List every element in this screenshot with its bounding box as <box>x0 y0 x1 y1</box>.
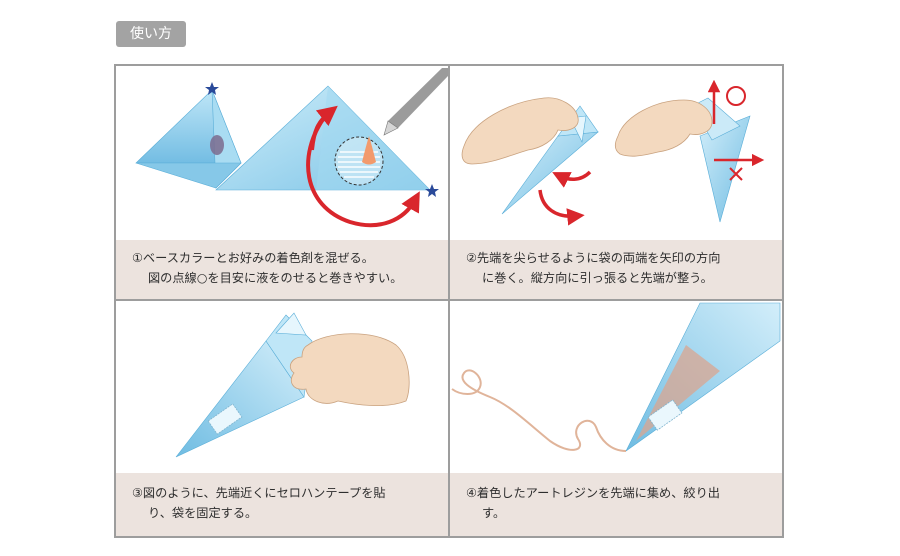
step3-line2: り、袋を固定する。 <box>148 506 258 520</box>
small-bag <box>135 89 242 189</box>
resin-drop <box>362 136 376 165</box>
dotted-circle <box>334 136 384 186</box>
resin-stream <box>451 369 627 452</box>
grid-divider-horizontal <box>114 299 784 301</box>
hand <box>614 99 713 157</box>
step2-illustration <box>461 79 765 226</box>
step4-line2: す。 <box>482 506 506 520</box>
usage-badge: 使い方 <box>116 21 186 47</box>
cone-bag <box>175 312 313 458</box>
curved-arrow-icon <box>552 170 592 188</box>
step2-line1: ②先端を尖らせるように袋の両端を矢印の方向 <box>466 251 721 265</box>
step3-illustration <box>175 312 410 458</box>
step4-caption: ④着色したアートレジンを先端に集め、絞り出 す。 <box>450 473 782 536</box>
hand <box>461 97 579 165</box>
step1-line2: 図の点線○を目安に液をのせると巻きやすい。 <box>148 271 403 285</box>
cross-ng-icon <box>729 167 743 181</box>
cellophane-tape <box>207 403 243 435</box>
step2-caption: ②先端を尖らせるように袋の両端を矢印の方向 に巻く。縦方向に引っ張ると先端が整う… <box>450 240 782 299</box>
step1-illustration <box>135 68 448 228</box>
large-bag <box>215 85 431 191</box>
cellophane-tape <box>647 399 683 431</box>
step1-line1: ①ベースカラーとお好みの着色剤を混ぜる。 <box>132 251 374 265</box>
step1-caption: ①ベースカラーとお好みの着色剤を混ぜる。 図の点線○を目安に液をのせると巻きやす… <box>116 240 448 299</box>
curved-arrow-icon <box>538 189 585 226</box>
curved-arrow-icon <box>310 105 338 151</box>
circle-ok-icon <box>726 86 746 106</box>
star-icon <box>205 82 219 95</box>
grid-divider-vertical <box>448 64 450 538</box>
cone-bag <box>625 302 781 452</box>
step4-line1: ④着色したアートレジンを先端に集め、絞り出 <box>466 486 720 500</box>
step3-caption: ③図のように、先端近くにセロハンテープを貼 り、袋を固定する。 <box>116 473 448 536</box>
step4-illustration <box>451 302 781 452</box>
spatula-tool <box>383 68 448 136</box>
step3-line1: ③図のように、先端近くにセロハンテープを貼 <box>132 486 386 500</box>
hand <box>289 333 410 407</box>
step2-line2: に巻く。縦方向に引っ張ると先端が整う。 <box>482 271 713 285</box>
star-icon <box>425 184 439 197</box>
